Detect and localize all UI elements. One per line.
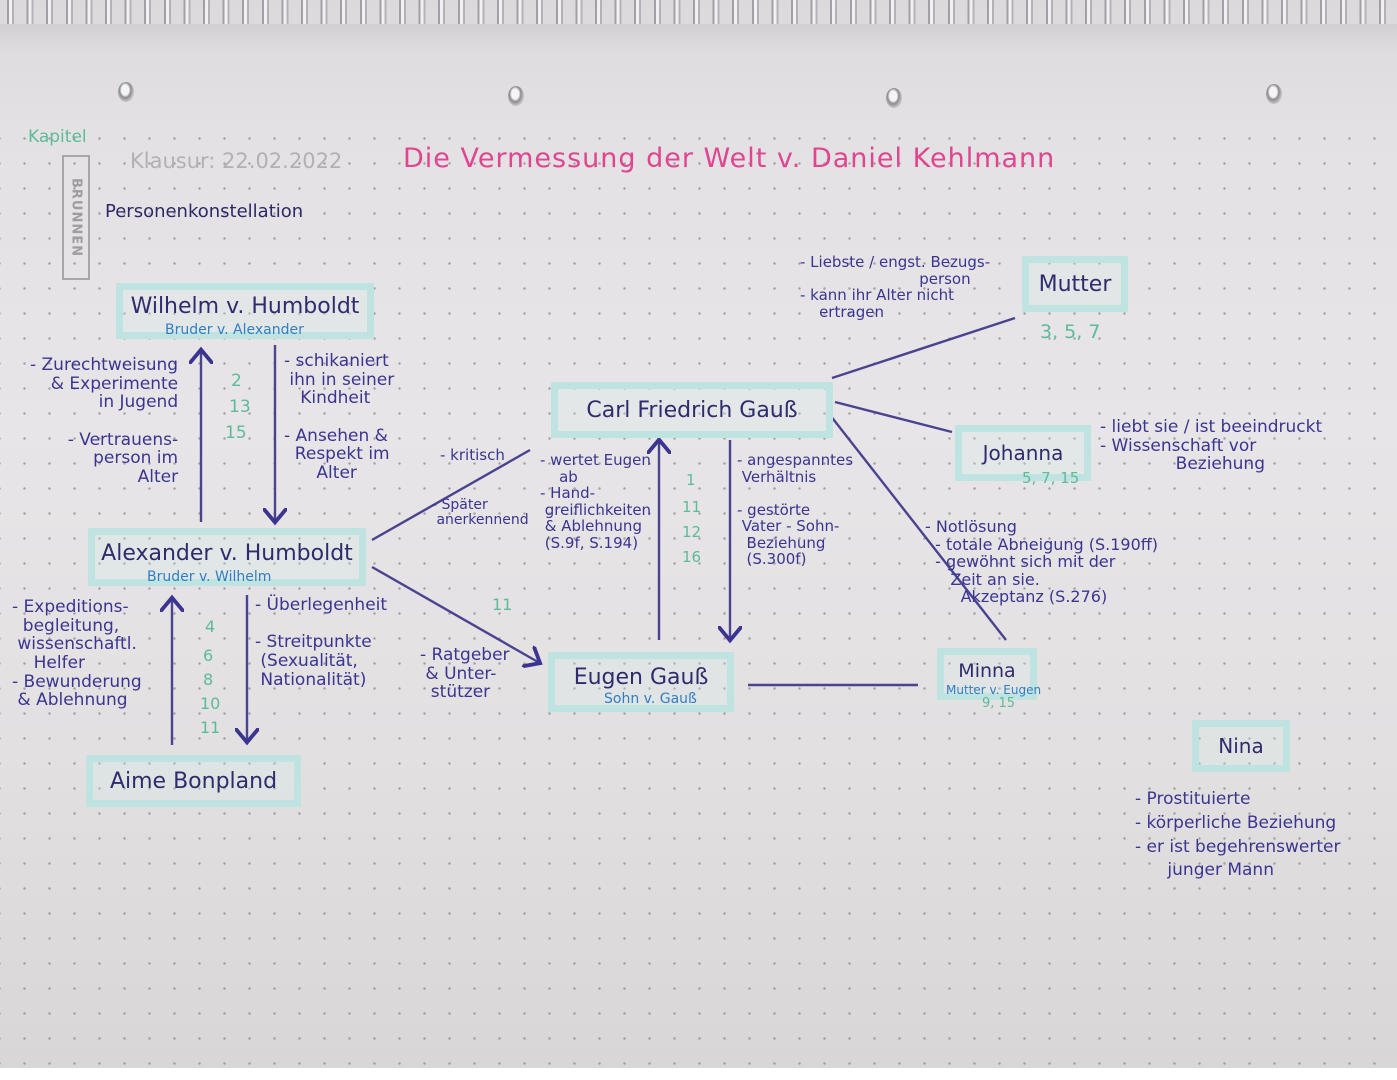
character-box-alexander: Alexander v. Humboldt bbox=[88, 528, 366, 586]
character-name: Aime Bonpland bbox=[109, 768, 278, 794]
character-box-nina: Nina bbox=[1192, 720, 1290, 772]
relation-note-gauss-to-eugen: - angespanntes Verhältnis - gestörte Vat… bbox=[737, 451, 854, 568]
character-box-mutter: Mutter bbox=[1022, 256, 1128, 312]
relation-note-alexander-gauss: - kritisch bbox=[440, 446, 505, 464]
character-name: Johanna bbox=[982, 441, 1064, 465]
relation-note-alexander-to-wilhelm: - Zurechtweisung & Experimente in Jugend… bbox=[30, 355, 179, 488]
page-ref: 15 bbox=[225, 423, 247, 443]
page-title: Die Vermessung der Welt v. Daniel Kehlma… bbox=[403, 143, 1056, 174]
punch-hole bbox=[118, 82, 134, 102]
page-ref: 4 bbox=[205, 617, 216, 636]
page-ref: 11 bbox=[682, 498, 702, 516]
character-note: Sohn v. Gauß bbox=[604, 691, 697, 707]
character-name: Carl Friedrich Gauß bbox=[586, 397, 798, 423]
page-ref: 5, 7, 15 bbox=[1022, 469, 1080, 487]
character-name: Minna bbox=[958, 660, 1016, 682]
character-notes-nina: - Prostituierte - körperliche Beziehung … bbox=[1135, 789, 1341, 881]
page-ref: 11 bbox=[200, 718, 221, 737]
relation-note-gauss-johanna: - liebt sie / ist beeindruckt - Wissensc… bbox=[1100, 417, 1323, 475]
character-box-eugen: Eugen Gauß bbox=[548, 652, 734, 712]
relation-note-bonpland-to-alexander: - Expeditions- begleitung, wissenschaftl… bbox=[12, 597, 142, 711]
page-ref: 11 bbox=[492, 595, 513, 614]
page-ref: 12 bbox=[682, 523, 702, 541]
character-name: Eugen Gauß bbox=[573, 664, 709, 690]
punch-hole bbox=[886, 88, 902, 108]
page-ref: 16 bbox=[682, 548, 702, 566]
character-note: Mutter v. Eugen bbox=[946, 683, 1042, 697]
page-subtitle: Personenkonstellation bbox=[105, 201, 304, 222]
page-ref: 2 bbox=[231, 371, 242, 391]
character-box-johanna: Johanna bbox=[955, 425, 1091, 481]
relation-note-eugen-to-gauss: - wertet Eugen ab - Hand- greiflichkeite… bbox=[540, 451, 652, 552]
relation-note-gauss-mutter: - Liebste / engst. Bezugs- person - kann… bbox=[800, 253, 991, 321]
binding-edge bbox=[0, 24, 1397, 54]
exam-date: Klausur: 22.02.2022 bbox=[130, 149, 343, 173]
character-box-minna: Minna bbox=[937, 648, 1037, 700]
relation-note-alexander-gauss-later: - Später anerkennend bbox=[432, 497, 529, 529]
brunnen-brand-logo: BRUNNEN bbox=[62, 155, 90, 280]
character-name: Mutter bbox=[1038, 271, 1112, 297]
relation-note-gauss-minna: - Notlösung - totale Abneigung (S.190ff)… bbox=[925, 517, 1159, 607]
relation-note-alexander-to-eugen: - Ratgeber & Unter- stützer bbox=[420, 645, 510, 703]
page-ref: 9, 15 bbox=[982, 696, 1016, 711]
character-name: Nina bbox=[1218, 734, 1264, 758]
punch-hole bbox=[1266, 84, 1282, 104]
character-name: Alexander v. Humboldt bbox=[101, 540, 353, 566]
page-ref: 10 bbox=[200, 694, 221, 713]
punch-hole bbox=[508, 86, 524, 106]
page-ref: 8 bbox=[203, 670, 214, 689]
character-name: Wilhelm v. Humboldt bbox=[130, 293, 360, 319]
page-ref: 1 bbox=[686, 471, 696, 489]
relation-note-wilhelm-to-alexander: - schikaniert ihn in seiner Kindheit - A… bbox=[284, 351, 395, 484]
character-box-bonpland: Aime Bonpland bbox=[86, 755, 301, 807]
spiral-binding bbox=[0, 0, 1397, 24]
page-ref: 3, 5, 7 bbox=[1040, 321, 1101, 343]
dot-grid bbox=[0, 120, 1397, 1068]
relation-note-alexander-to-bonpland: - Überlegenheit - Streitpunkte (Sexualit… bbox=[255, 595, 388, 690]
page-ref: 6 bbox=[203, 646, 214, 665]
character-note: Bruder v. Alexander bbox=[165, 322, 304, 338]
character-box-wilhelm: Wilhelm v. Humboldt bbox=[116, 283, 374, 339]
character-box-gauss: Carl Friedrich Gauß bbox=[551, 382, 833, 438]
kapitel-label: Kapitel bbox=[28, 127, 87, 147]
page-ref: 13 bbox=[229, 397, 251, 417]
character-note: Bruder v. Wilhelm bbox=[147, 569, 272, 585]
